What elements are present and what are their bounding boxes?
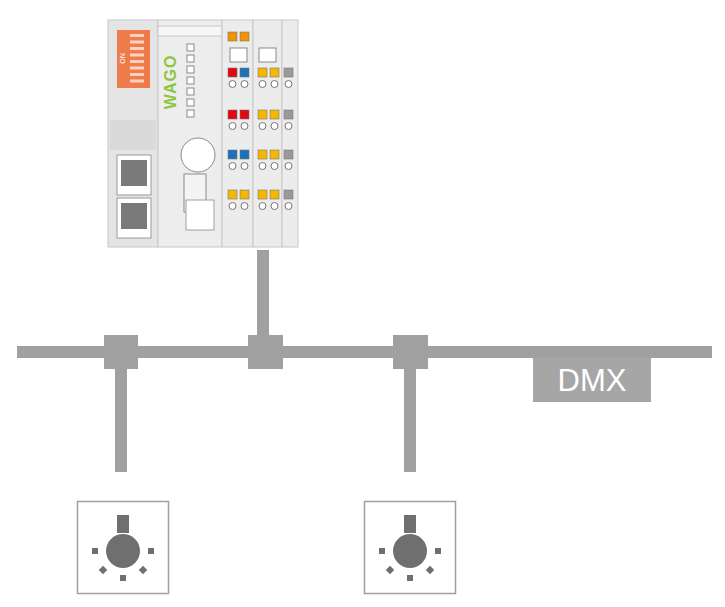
terminal-lever — [228, 68, 237, 77]
switch-label: ON — [118, 53, 125, 64]
terminal-lever — [258, 150, 267, 159]
terminal-lever — [258, 68, 267, 77]
terminal-lever — [240, 150, 249, 159]
terminal-hole — [229, 123, 236, 130]
status-led — [187, 110, 194, 117]
dip-switch — [130, 73, 144, 76]
terminal-hole — [285, 81, 292, 88]
terminal-hole — [285, 163, 292, 170]
terminal-lever — [240, 68, 249, 77]
terminal-hole — [259, 203, 266, 210]
terminal-hole — [259, 123, 266, 130]
terminal-hole — [229, 163, 236, 170]
terminal-hole — [229, 203, 236, 210]
wago-controller — [108, 20, 298, 247]
terminal-hole — [241, 81, 248, 88]
dmx-bus — [17, 250, 712, 472]
dip-switch — [130, 60, 144, 63]
terminal-lever — [284, 150, 293, 159]
terminal-hole — [259, 163, 266, 170]
terminal-hole — [285, 203, 292, 210]
status-led — [187, 44, 194, 51]
bus-label: DMX — [558, 365, 627, 396]
terminal-hole — [229, 81, 236, 88]
terminal-lever — [284, 190, 293, 199]
brand-logo: WAGO — [163, 55, 179, 110]
terminal-hole — [285, 123, 292, 130]
terminal-lever — [270, 110, 279, 119]
terminal-hole — [241, 123, 248, 130]
terminal-lever — [284, 68, 293, 77]
terminal-lever — [228, 110, 237, 119]
dip-switch — [130, 80, 144, 83]
lamp-symbol — [78, 502, 169, 594]
terminal-lever — [228, 150, 237, 159]
terminal-lever — [258, 110, 267, 119]
status-led — [187, 77, 194, 84]
dip-switch — [130, 41, 144, 44]
bus-label-box: DMX — [533, 358, 651, 402]
status-led — [187, 99, 194, 106]
terminal-hole — [271, 123, 278, 130]
terminal-lever — [228, 32, 237, 41]
terminal-hole — [241, 203, 248, 210]
terminal-lever — [284, 110, 293, 119]
terminal-hole — [271, 203, 278, 210]
terminal-hole — [271, 163, 278, 170]
status-led — [187, 66, 194, 73]
dip-switch — [130, 34, 144, 37]
terminal-lever — [270, 150, 279, 159]
terminal-lever — [270, 190, 279, 199]
lamp-symbol — [365, 502, 456, 594]
status-led — [187, 88, 194, 95]
terminal-hole — [241, 163, 248, 170]
status-led — [187, 55, 194, 62]
terminal-lever — [240, 32, 249, 41]
lamp-symbol — [78, 502, 456, 594]
terminal-lever — [270, 68, 279, 77]
terminal-lever — [228, 190, 237, 199]
terminal-lever — [240, 110, 249, 119]
terminal-hole — [271, 81, 278, 88]
terminal-lever — [258, 190, 267, 199]
dip-switch — [130, 47, 144, 50]
terminal-lever — [240, 190, 249, 199]
dip-switch — [130, 54, 144, 57]
terminal-hole — [259, 81, 266, 88]
dip-switch — [130, 67, 144, 70]
